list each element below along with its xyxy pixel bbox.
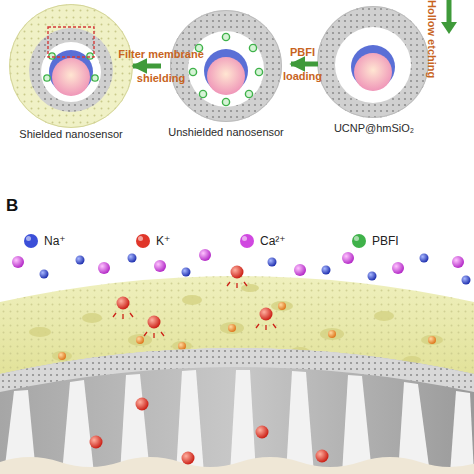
legend-text: PBFI <box>372 234 399 248</box>
ion-ball <box>240 234 254 248</box>
legend-text: K⁺ <box>156 234 170 248</box>
legend-entry: PBFI <box>350 232 399 250</box>
ball-highlight <box>138 236 143 241</box>
process-step-label: Hollow etching <box>426 0 438 78</box>
ion-ball <box>24 234 38 248</box>
ion-swatch <box>134 232 152 250</box>
sphere-label: Unshielded nanosensor <box>151 126 301 139</box>
sphere-label: UCNP@hmSiO₂ <box>308 122 440 135</box>
ball-highlight <box>354 236 359 241</box>
nanoparticle-node: Shielded nanosensor <box>9 4 133 146</box>
sphere-label: Shielded nanosensor <box>0 128 143 141</box>
nanoparticle-node: UCNP@hmSiO₂ <box>318 4 430 144</box>
process-arrow <box>291 62 318 67</box>
ion-ball <box>352 234 366 248</box>
ball-highlight <box>26 236 31 241</box>
legend-entry: Na⁺ <box>22 232 66 250</box>
particle-border <box>171 11 282 122</box>
ion-ball <box>136 234 150 248</box>
arrow-label: Filter membrane shielding <box>117 42 205 90</box>
legend-entry: K⁺ <box>134 232 170 250</box>
particle-border <box>10 5 133 128</box>
ion-swatch <box>350 232 368 250</box>
particle-outline <box>9 4 133 146</box>
legend-text: Na⁺ <box>44 234 66 248</box>
arrow-label: PBFI loading <box>281 40 325 88</box>
panel-letter: B <box>6 196 18 216</box>
legend-entry: Ca²⁺ <box>238 232 286 250</box>
ion-swatch <box>22 232 40 250</box>
ball-highlight <box>242 236 247 241</box>
process-arrow <box>133 64 161 69</box>
ion-swatch <box>238 232 256 250</box>
particle-border <box>318 7 429 118</box>
legend-text: Ca²⁺ <box>260 234 286 248</box>
